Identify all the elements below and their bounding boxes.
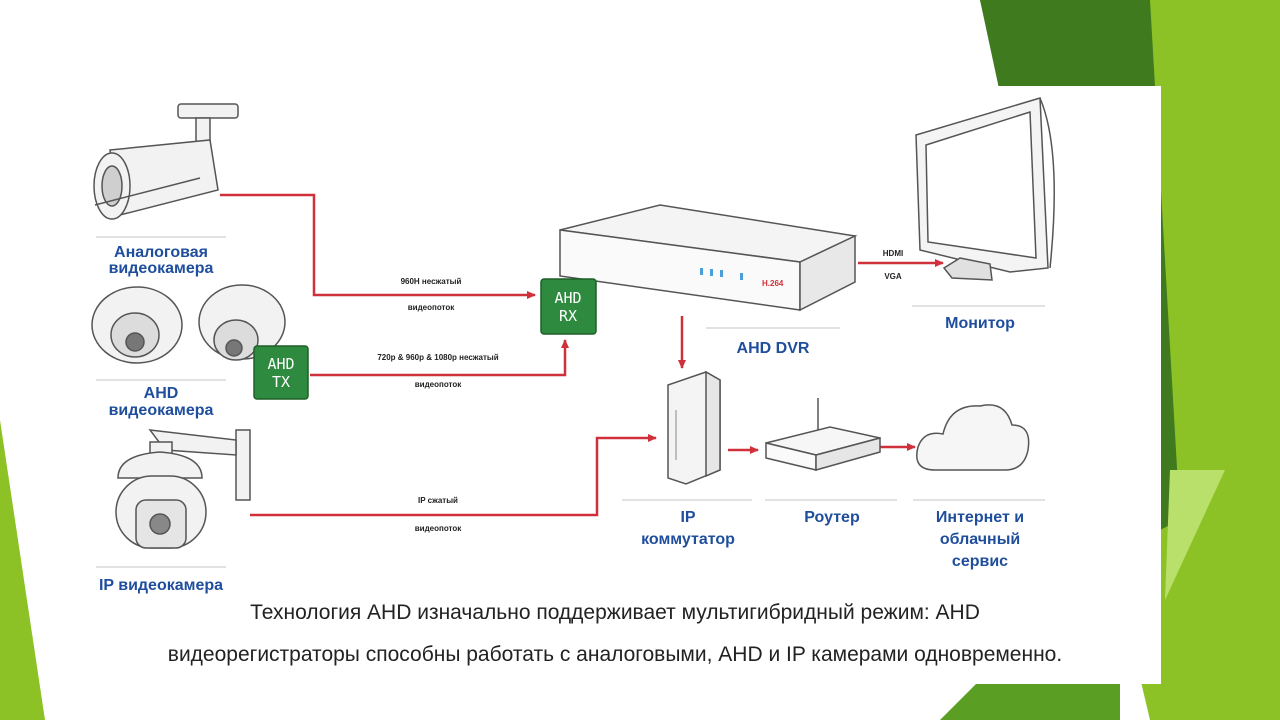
ahd-dome-camera-icon xyxy=(91,284,286,364)
connections xyxy=(220,193,944,517)
green-shape-left xyxy=(0,420,45,720)
ip-ptz-camera-icon xyxy=(115,429,251,549)
monitor-link-label-bottom: VGA xyxy=(884,272,902,281)
analog-camera-icon xyxy=(93,103,239,220)
monitor-icon xyxy=(915,97,1055,281)
rx-chip-line-1: AHD xyxy=(554,289,581,307)
cloud-icon xyxy=(916,404,1030,471)
ahd-link-label-bottom: видеопоток xyxy=(415,380,462,389)
analog-camera-label-1: Аналоговая xyxy=(114,244,208,261)
internet-label-2: облачный xyxy=(940,531,1020,548)
caption-line-2: видеорегистраторы способны работать с ан… xyxy=(167,643,1063,666)
analog-camera-label-2: видеокамера xyxy=(109,260,214,277)
green-shape-pale xyxy=(1165,470,1225,600)
internet-label-3: сервис xyxy=(952,553,1008,570)
analog-link-label-top: 960H несжатый xyxy=(401,277,462,286)
monitor-label: Монитор xyxy=(945,315,1015,332)
ahd-camera-label-2: видеокамера xyxy=(109,402,214,419)
tx-chip-line-2: TX xyxy=(272,373,290,391)
ahd-rx-chip: AHD RX xyxy=(540,278,597,335)
analog-link-label-bottom: видеопоток xyxy=(408,303,455,312)
dvr-icon xyxy=(559,204,858,312)
ip-link-label-top: IP сжатый xyxy=(418,496,458,505)
green-shape-light xyxy=(1150,0,1280,720)
ip-link-label-bottom: видеопоток xyxy=(415,524,462,533)
analog-link xyxy=(220,193,536,299)
monitor-link-label-top: HDMI xyxy=(883,249,903,258)
router-icon xyxy=(765,398,881,471)
tx-chip-line-1: AHD xyxy=(267,355,294,373)
dvr-brand: H.264 xyxy=(762,279,784,288)
caption-line-1: Технология AHD изначально поддерживает м… xyxy=(250,601,980,624)
switch-label-1: IP xyxy=(680,509,695,526)
ip-link xyxy=(250,434,657,517)
ahd-camera-label-1: AHD xyxy=(144,385,179,402)
ahd-tx-chip: AHD TX xyxy=(253,345,309,400)
rx-chip-line-2: RX xyxy=(559,307,577,325)
dvr-label: AHD DVR xyxy=(737,340,810,357)
ip-camera-label: IP видеокамера xyxy=(99,577,223,594)
ip-switch-icon xyxy=(667,370,721,485)
ahd-link-label-top: 720p & 960p & 1080p несжатый xyxy=(377,353,498,362)
switch-label-2: коммутатор xyxy=(641,531,735,548)
ahd-link xyxy=(310,339,569,377)
router-label: Роутер xyxy=(804,509,860,526)
internet-label-1: Интернет и xyxy=(936,509,1024,526)
